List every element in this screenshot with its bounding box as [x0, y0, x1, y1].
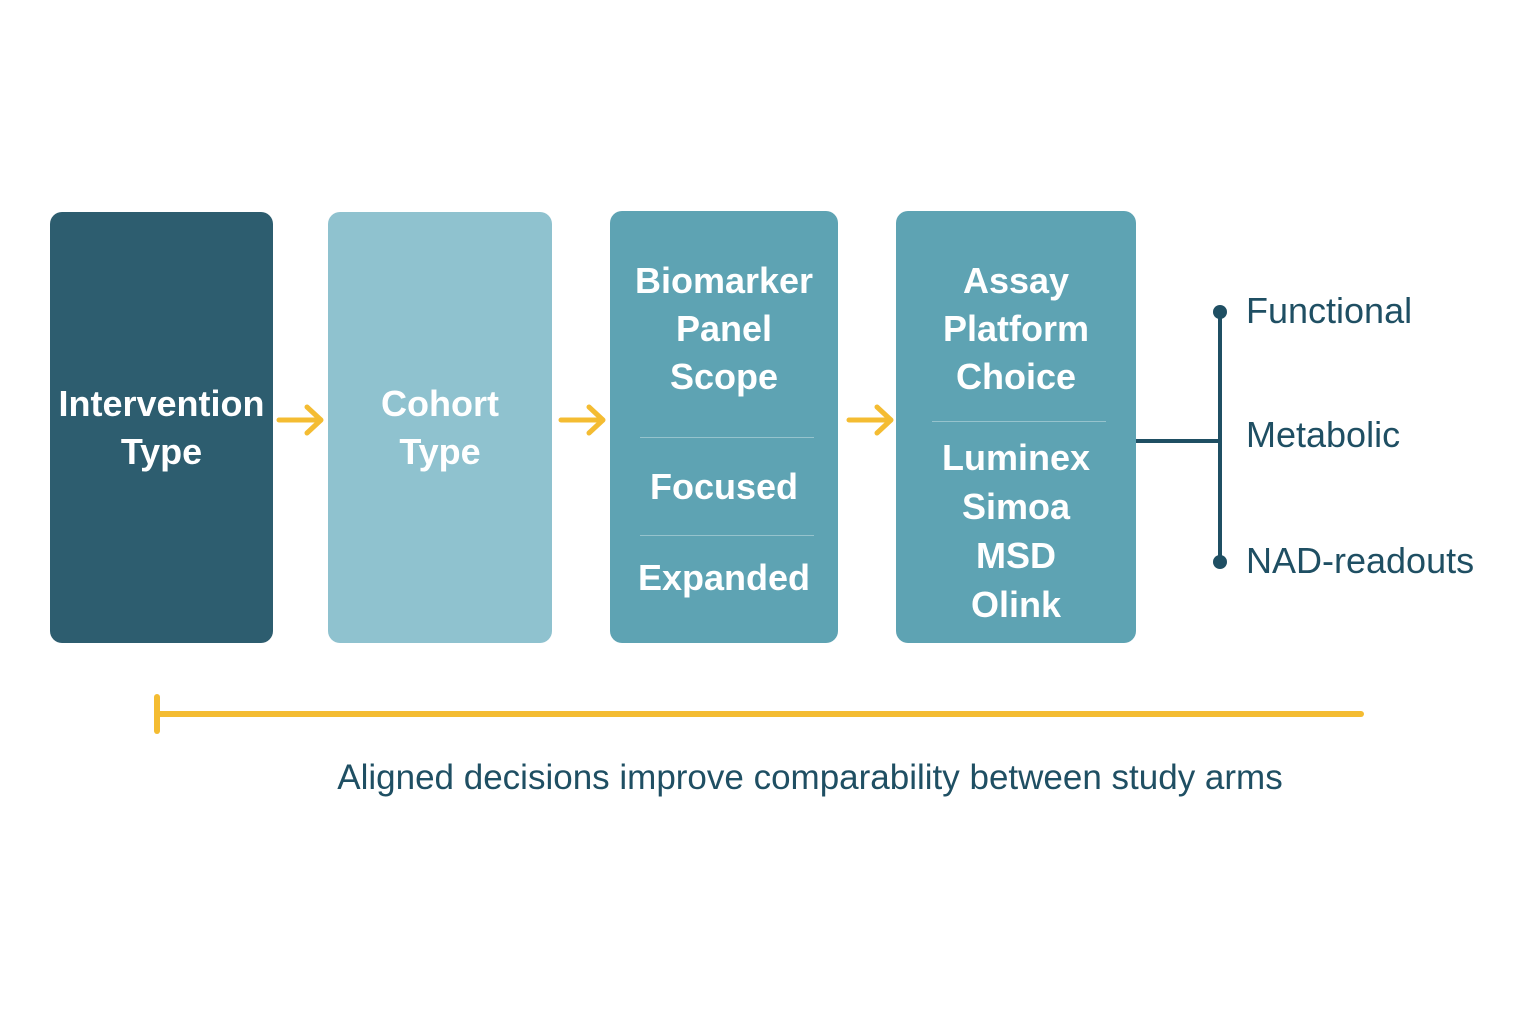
step-biomarker-panel-scope: Biomarker Panel Scope Focused Expanded: [610, 211, 838, 643]
option-expanded: Expanded: [637, 557, 811, 598]
readout-functional: Functional: [1246, 290, 1413, 331]
alignment-feedback-line: [154, 694, 1364, 734]
arrow-head: [586, 404, 606, 436]
option-simoa: Simoa: [961, 486, 1071, 527]
step-assay-platform-choice: Assay Platform Choice Luminex Simoa MSD …: [896, 211, 1136, 643]
step-title: Biomarker Panel Scope: [610, 257, 838, 401]
arrow-biomarker-to-assay: [846, 404, 894, 436]
step-title-line: Type: [120, 430, 203, 472]
step-title-line: Intervention: [58, 382, 265, 424]
bracket-dot-top: [1213, 305, 1227, 319]
arrow-intervention-to-cohort: [276, 404, 324, 436]
step-title: Assay Platform Choice: [896, 257, 1136, 401]
diagram-caption: Aligned decisions improve comparability …: [337, 758, 1283, 797]
option-focused: Focused: [649, 466, 799, 507]
bracket-dot-bottom: [1213, 555, 1227, 569]
platform-options: Luminex Simoa MSD Olink: [896, 433, 1136, 629]
step-title-line: Panel: [675, 308, 773, 349]
readout-bracket: [1136, 312, 1222, 562]
readout-metabolic: Metabolic: [1246, 414, 1401, 455]
step-intervention-type: Intervention Type: [50, 212, 273, 643]
step-cohort-type: Cohort Type: [328, 212, 552, 643]
step-title: Intervention Type: [44, 380, 279, 476]
step-title-line: Assay: [962, 260, 1070, 301]
option-luminex: Luminex: [941, 437, 1091, 478]
step-title-line: Scope: [669, 356, 779, 397]
step-title-line: Type: [399, 430, 481, 472]
option-divider: [640, 535, 814, 536]
arrow-head: [304, 404, 324, 436]
step-title-line: Cohort: [381, 382, 499, 424]
option-divider: [640, 437, 814, 438]
step-title: Cohort Type: [328, 380, 552, 476]
step-title-line: Choice: [955, 356, 1077, 397]
arrow-head: [874, 404, 894, 436]
option-olink: Olink: [970, 584, 1062, 625]
readout-nad-readouts: NAD-readouts: [1246, 540, 1475, 581]
step-title-line: Biomarker: [634, 260, 814, 301]
option-divider: [932, 421, 1106, 422]
arrow-cohort-to-biomarker: [558, 404, 606, 436]
option-msd: MSD: [976, 535, 1056, 576]
step-title-line: Platform: [942, 308, 1090, 349]
